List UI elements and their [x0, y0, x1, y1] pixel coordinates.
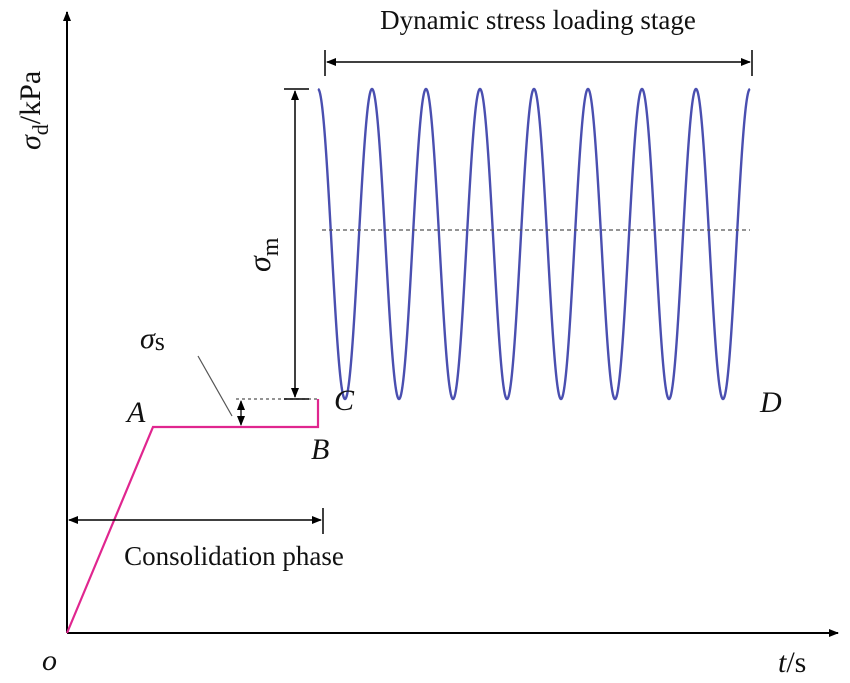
- consolidation-path: [65, 399, 320, 634]
- dynamic-stage-label: Dynamic stress loading stage: [380, 5, 696, 35]
- x-axis-label: t/s: [778, 646, 806, 679]
- x-axis-symbol: t: [778, 646, 787, 679]
- y-axis-symbol: σ: [14, 134, 47, 150]
- y-axis-unit: /kPa: [14, 71, 47, 124]
- point-a-label: A: [125, 396, 146, 429]
- sigma-m-symbol: σ: [241, 255, 277, 272]
- point-d-label: D: [759, 386, 782, 419]
- dynamic-wave: [317, 87, 751, 401]
- point-c-label: C: [334, 384, 355, 417]
- sigma-s-leader-line: [197, 355, 233, 417]
- x-axis-unit: /s: [786, 646, 806, 679]
- sigma-m-label: σm: [241, 237, 284, 272]
- y-axis-label: σd/kPa: [14, 71, 53, 150]
- sigma-s-label: σs: [140, 322, 165, 356]
- sigma-s-subscript: s: [155, 327, 165, 356]
- point-b-label: B: [311, 433, 329, 466]
- consolidation-phase-label: Consolidation phase: [124, 541, 344, 571]
- sigma-m-subscript: m: [258, 237, 284, 256]
- y-axis-subscript: d: [28, 124, 53, 135]
- origin-label: o: [42, 644, 57, 677]
- sigma-s-symbol: σ: [140, 322, 156, 355]
